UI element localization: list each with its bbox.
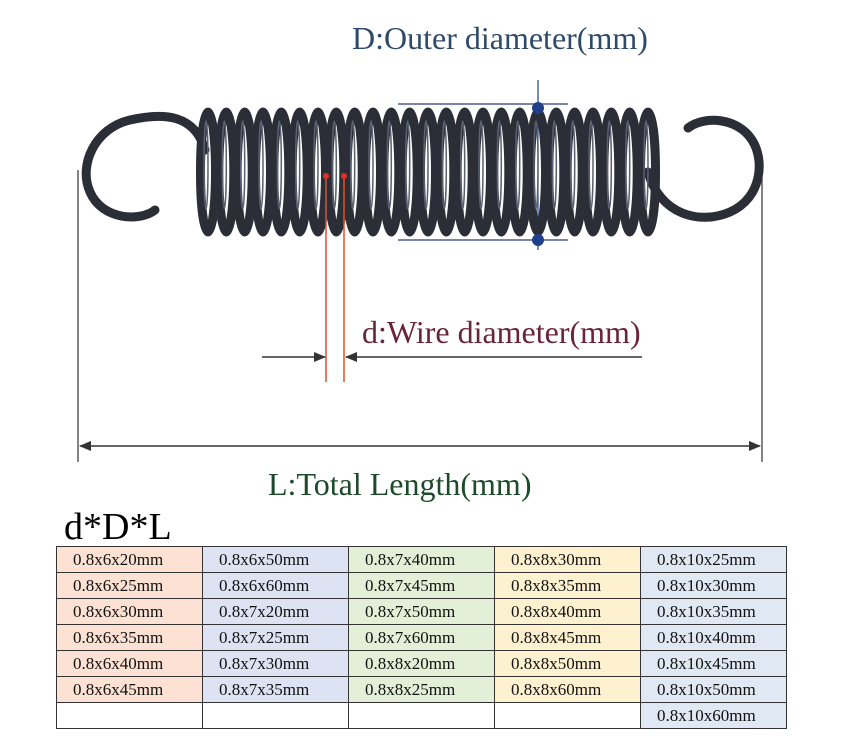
table-cell: 0.8x7x40mm	[348, 546, 495, 573]
table-cell: 0.8x7x60mm	[348, 624, 495, 651]
total-length-label: L:Total Length(mm)	[268, 466, 532, 502]
table-cell: 0.8x7x35mm	[202, 676, 349, 703]
wire-diameter-right-dot	[341, 173, 347, 179]
spring-coil-highlight	[441, 120, 448, 210]
spring-coil-highlight	[606, 120, 613, 210]
wire-diameter-label: d:Wire diameter(mm)	[362, 314, 641, 350]
table-cell: 0.8x6x20mm	[56, 546, 203, 573]
table-cell: 0.8x8x30mm	[494, 546, 641, 573]
spring-coil-highlight	[533, 120, 539, 210]
table-cell: 0.8x10x60mm	[640, 702, 787, 729]
spring-coil-highlight	[459, 120, 466, 210]
table-cell: 0.8x10x25mm	[640, 546, 787, 573]
table-cell: 0.8x8x40mm	[494, 598, 641, 625]
table-cell: 0.8x7x45mm	[348, 572, 495, 599]
spring-coils	[196, 107, 660, 237]
wire-diameter-left-dot	[323, 173, 329, 179]
table-cell	[348, 702, 495, 729]
table-cell: 0.8x8x25mm	[348, 676, 495, 703]
spring-coil-highlight	[258, 120, 264, 210]
table-cell: 0.8x6x30mm	[56, 598, 203, 625]
spring-right-hook	[643, 115, 764, 222]
spring-coil-highlight	[624, 120, 631, 210]
table-cell: 0.8x6x40mm	[56, 650, 203, 677]
table-cell: 0.8x10x45mm	[640, 650, 787, 677]
spring-coil-highlight	[423, 120, 429, 210]
table-cell	[56, 702, 203, 729]
spring-coil	[636, 107, 660, 237]
outer-diameter-top-dot	[532, 102, 544, 114]
spring-coil-highlight	[203, 120, 209, 210]
spring-coil-highlight	[313, 120, 319, 210]
outer-diameter-label: D:Outer diameter(mm)	[352, 20, 648, 56]
spring-coil-highlight	[331, 120, 338, 210]
spring-coil-highlight	[478, 120, 484, 210]
table-cell: 0.8x10x40mm	[640, 624, 787, 651]
spring-coil-highlight	[551, 120, 558, 210]
table-cell: 0.8x6x45mm	[56, 676, 203, 703]
spring-coil-highlight	[588, 120, 594, 210]
table-cell: 0.8x7x20mm	[202, 598, 349, 625]
spring-coil-highlight	[514, 120, 521, 210]
spring-coil-highlight	[349, 120, 356, 210]
table-cell: 0.8x10x35mm	[640, 598, 787, 625]
dimension-formula: d*D*L	[64, 506, 172, 548]
table-cell: 0.8x8x50mm	[494, 650, 641, 677]
table-row: 0.8x10x60mm	[56, 702, 787, 729]
table-cell: 0.8x8x35mm	[494, 572, 641, 599]
spring-diagram	[77, 80, 764, 462]
table-cell: 0.8x10x30mm	[640, 572, 787, 599]
spring-coil-highlight	[569, 120, 576, 210]
table-cell: 0.8x7x30mm	[202, 650, 349, 677]
table-cell: 0.8x10x50mm	[640, 676, 787, 703]
table-cell: 0.8x8x45mm	[494, 624, 641, 651]
spring-coil-highlight	[276, 120, 283, 210]
table-cell: 0.8x7x25mm	[202, 624, 349, 651]
spring-coil-highlight	[368, 120, 374, 210]
table-cell: 0.8x8x60mm	[494, 676, 641, 703]
table-cell: 0.8x7x50mm	[348, 598, 495, 625]
outer-diameter-bottom-dot	[532, 234, 544, 246]
table-cell: 0.8x6x25mm	[56, 572, 203, 599]
table-cell: 0.8x6x60mm	[202, 572, 349, 599]
spring-coil-highlight	[294, 120, 301, 210]
spring-left-hook	[81, 111, 210, 222]
table-cell	[202, 702, 349, 729]
spring-coil-highlight	[496, 120, 503, 210]
spring-coil-highlight	[239, 120, 246, 210]
spring-coil-highlight	[643, 120, 649, 210]
table-cell: 0.8x8x20mm	[348, 650, 495, 677]
spring-coil-highlight	[386, 120, 393, 210]
table-cell: 0.8x6x50mm	[202, 546, 349, 573]
table-cell	[494, 702, 641, 729]
table-cell: 0.8x6x35mm	[56, 624, 203, 651]
spring-coil-highlight	[404, 120, 411, 210]
spring-coil-highlight	[221, 120, 228, 210]
